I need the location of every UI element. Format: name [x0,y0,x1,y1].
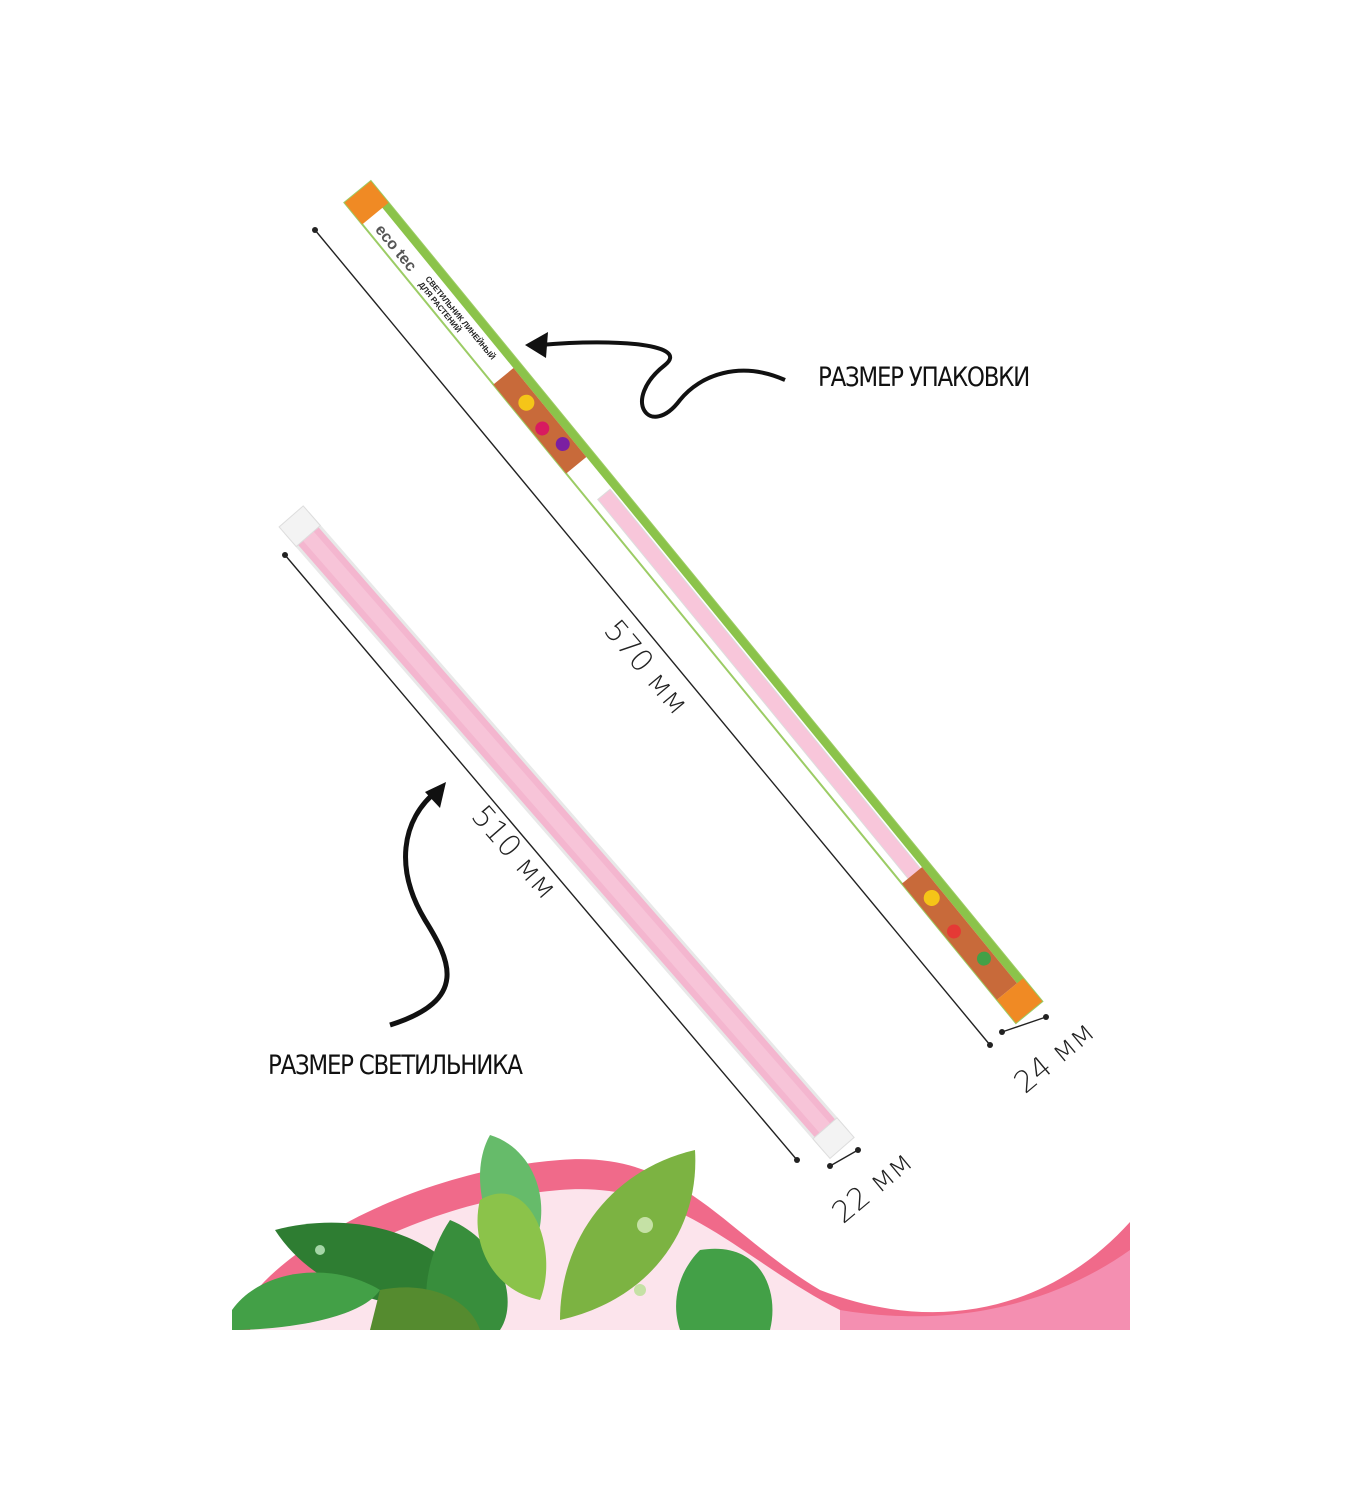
arrow-head-package [525,332,548,358]
arrow-package [539,340,786,419]
package-size-label: РАЗМЕР УПАКОВКИ [818,362,1030,393]
dimension-lines [284,229,1047,1167]
lamp [278,505,855,1160]
package-box: eco tec СВЕТИЛЬНИК ЛИНЕЙНЫЙ ДЛЯ РАСТЕНИЙ [343,179,1044,1025]
dimension-endpoints [282,227,1049,1169]
package-title-1: СВЕТИЛЬНИК ЛИНЕЙНЫЙ [423,274,497,361]
arrow-lamp [389,788,450,1028]
arrow-head-lamp [425,782,446,808]
lamp-size-label: РАЗМЕР СВЕТИЛЬНИКА [268,1050,523,1081]
decorative-leaves-and-wave [232,1135,1130,1330]
